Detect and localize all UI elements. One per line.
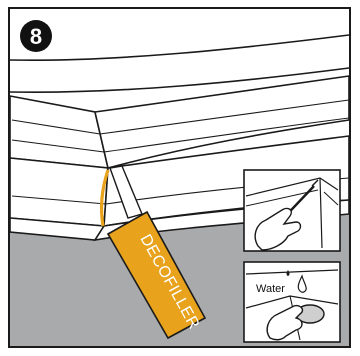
step-number: 8 [30,24,42,49]
inset-apply-filler [244,170,340,251]
inset-wipe-water: Water [244,262,340,342]
cornice-left [10,96,108,240]
water-label: Water [256,283,285,295]
step-badge: 8 [20,20,52,52]
